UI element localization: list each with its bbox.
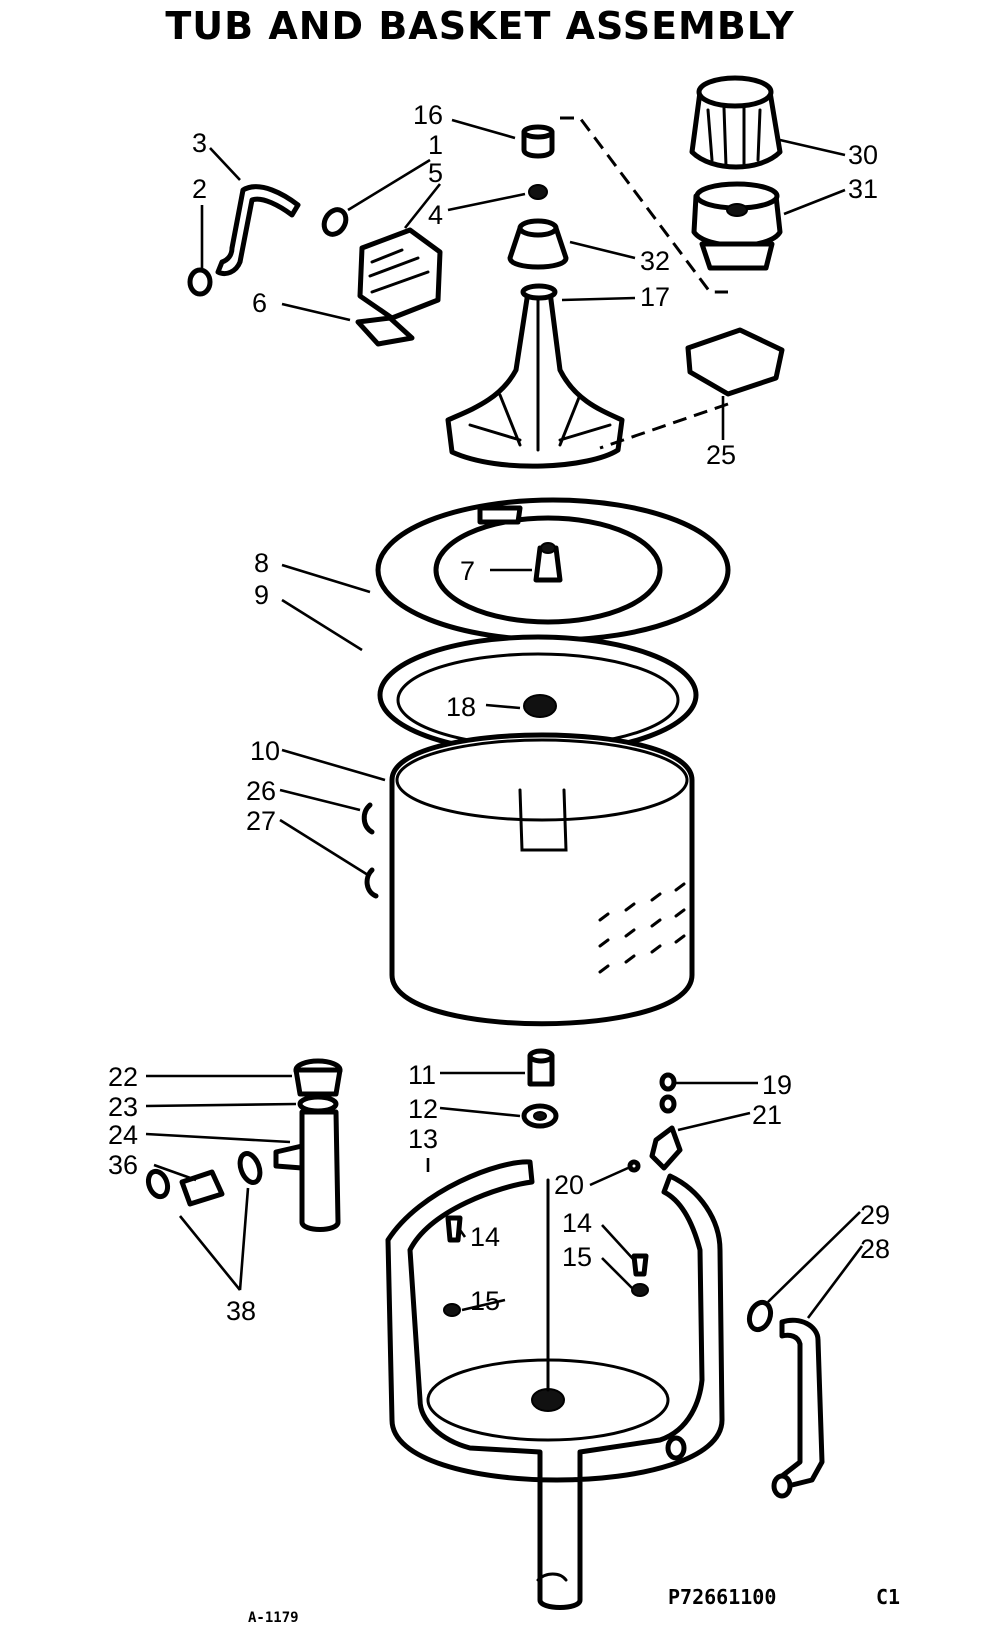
callout-9: 9: [254, 580, 269, 610]
hose-part-28: [771, 1317, 825, 1499]
hose-part-36: [179, 1169, 225, 1207]
callout-8: 8: [254, 548, 269, 578]
callout-22: 22: [108, 1062, 138, 1092]
footer-part-code: P72661100: [668, 1585, 776, 1609]
footer-left-code: A-1179: [248, 1610, 299, 1626]
basket-part-10: [389, 732, 695, 1027]
tube-part-24: [273, 1109, 341, 1232]
callout-7: 7: [460, 556, 475, 586]
callout-26: 26: [246, 776, 276, 806]
valve-parts-19-21: [627, 1072, 683, 1173]
callout-19: 19: [762, 1070, 792, 1100]
clamp-part-29: [746, 1299, 774, 1333]
callout-27: 27: [246, 806, 276, 836]
callout-23: 23: [108, 1092, 138, 1122]
clip-part-26: [361, 802, 375, 835]
seal-part-7: [533, 542, 563, 583]
screw-part-14-right: [631, 1253, 649, 1277]
pad-part-6: [355, 315, 415, 347]
callout-13: 13: [408, 1124, 438, 1154]
callout-21: 21: [752, 1100, 782, 1130]
callout-31: 31: [848, 174, 878, 204]
callout-15-right: 15: [562, 1242, 592, 1272]
callout-1: 1: [428, 130, 443, 160]
assembly-line-25: [599, 402, 729, 450]
callout-17: 17: [640, 282, 670, 312]
outer-tub-part-13: [385, 1159, 725, 1610]
callout-15-left: 15: [470, 1286, 500, 1316]
callout-18: 18: [446, 692, 476, 722]
seal-part-12: [521, 1103, 559, 1129]
callout-6: 6: [252, 288, 267, 318]
hose-part-3: [215, 184, 301, 277]
nut-part-15-right: [631, 1283, 649, 1297]
callout-4: 4: [428, 200, 443, 230]
callout-2: 2: [192, 174, 207, 204]
dispenser-part-30: [689, 75, 783, 170]
footer-sheet: C1: [876, 1585, 900, 1609]
callout-labels: 16 1 3 5 2 4 32 17 6 30 31 25 8 9 7 18 1…: [108, 100, 890, 1326]
callout-16: 16: [413, 100, 443, 130]
nut-part-4: [528, 184, 548, 200]
screw-part-14-left: [445, 1215, 463, 1243]
callout-12: 12: [408, 1094, 438, 1124]
agitator-part-17: [445, 283, 625, 469]
callout-20: 20: [554, 1170, 584, 1200]
assembly-line-16-31: [560, 116, 728, 294]
callout-11: 11: [408, 1060, 436, 1090]
clamp-part-38b: [237, 1151, 263, 1185]
callout-10: 10: [250, 736, 280, 766]
dispenser-base-part-31: [691, 181, 783, 271]
clamp-part-38a: [145, 1168, 171, 1200]
callout-5: 5: [428, 158, 443, 188]
bearing-part-11: [527, 1048, 555, 1087]
clamp-part-2: [187, 267, 213, 297]
filter-part-25: [685, 327, 785, 397]
nut-part-18: [523, 694, 557, 718]
diagram-title: TUB AND BASKET ASSEMBLY: [165, 4, 795, 48]
callout-36: 36: [108, 1150, 138, 1180]
coupling-part-22: [293, 1058, 343, 1097]
bracket-part-5: [357, 227, 443, 321]
callout-28: 28: [860, 1234, 890, 1264]
callout-38: 38: [226, 1296, 256, 1326]
cap-part-16: [521, 124, 555, 159]
clamp-part-1: [321, 207, 349, 237]
callout-30: 30: [848, 140, 878, 170]
callout-32: 32: [640, 246, 670, 276]
leader-lines: [145, 118, 864, 1319]
callout-14-right: 14: [562, 1208, 592, 1238]
ring-part-23: [297, 1094, 339, 1114]
callout-29: 29: [860, 1200, 890, 1230]
drain-outlet: [665, 1435, 687, 1461]
callout-14-left: 14: [470, 1222, 500, 1252]
nut-part-15-left: [443, 1303, 461, 1317]
cam-part-32: [507, 218, 569, 270]
callout-24: 24: [108, 1120, 138, 1150]
clip-part-27: [364, 867, 379, 899]
callout-25: 25: [706, 440, 736, 470]
callout-3: 3: [192, 128, 207, 158]
